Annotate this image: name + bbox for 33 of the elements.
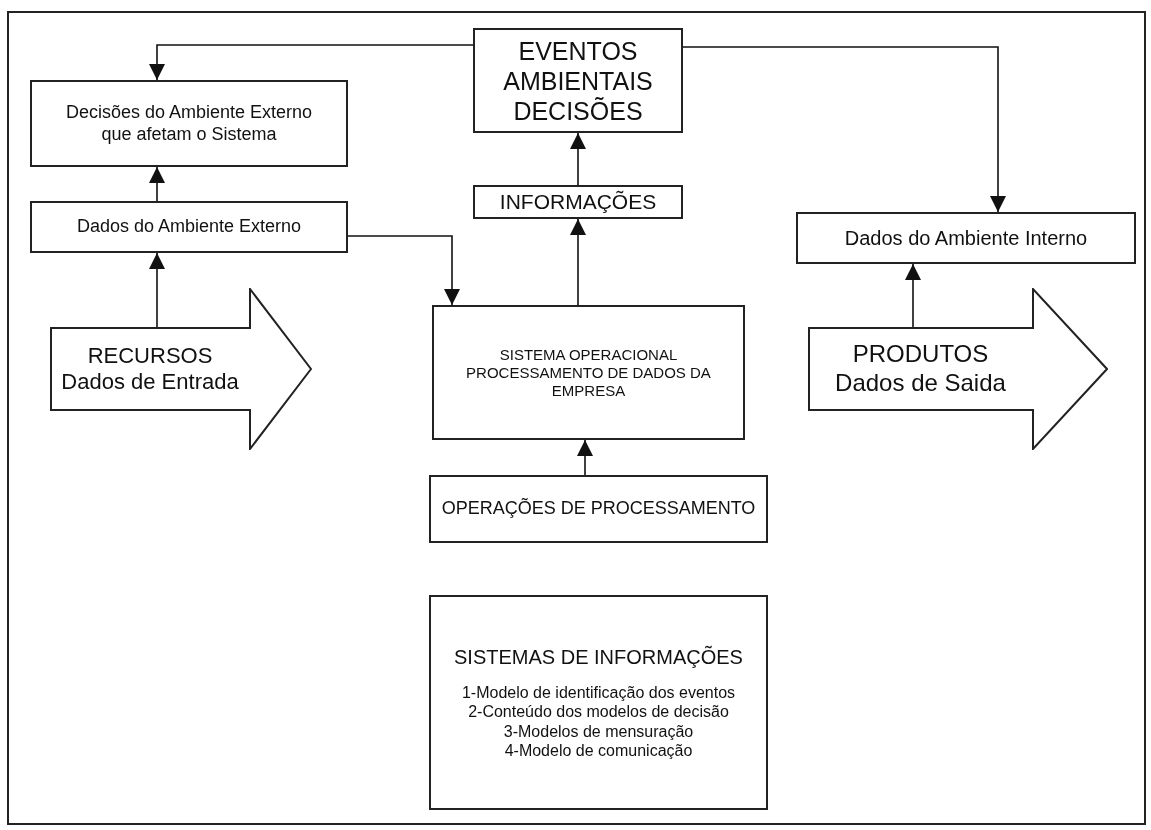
process-box (30, 80, 348, 167)
box-title: PRODUTOS (852, 340, 989, 369)
box-label: INFORMAÇÕES (499, 189, 657, 215)
box-title: RECURSOS (87, 342, 213, 369)
box-label: 1-Modelo de identificação dos eventos (461, 683, 736, 703)
box-label: SISTEMA OPERACIONAL PROCESSAMENTO DE DADOS DA EMPRESA (465, 345, 712, 400)
box-label: Dados do Ambiente Externo (76, 216, 302, 238)
arrow (577, 439, 593, 476)
box-title: SISTEMAS DE INFORMAÇÕES (454, 645, 743, 670)
box-label: OPERAÇÕES DE PROCESSAMENTO (441, 498, 756, 520)
box-label: EVENTOS AMBIENTAIS DECISÕES (503, 35, 653, 126)
process-box (473, 185, 683, 219)
process-box (432, 305, 745, 440)
box-label: Decisões do Ambiente Externo que afetam o Sistema (64, 101, 314, 146)
process-box (429, 595, 768, 810)
box-label: 4-Modelo de comunicação (504, 740, 693, 760)
process-box (30, 201, 348, 253)
arrow (682, 46, 1006, 213)
arrow (570, 132, 586, 186)
process-box (796, 212, 1136, 264)
arrow (149, 44, 474, 81)
arrow (149, 252, 165, 329)
arrow (905, 263, 921, 329)
box-label: 3-Modelos de mensuração (503, 721, 694, 741)
box-label: Dados de Saida (835, 369, 1006, 398)
box-label: 2-Conteúdo dos modelos de decisão (468, 702, 729, 722)
box-label: Dados de Entrada (61, 369, 239, 396)
box-label: Dados do Ambiente Interno (844, 226, 1088, 250)
process-box (429, 475, 768, 543)
process-box (473, 28, 683, 133)
arrow (570, 218, 586, 306)
arrow (149, 166, 165, 202)
arrow (347, 235, 460, 306)
